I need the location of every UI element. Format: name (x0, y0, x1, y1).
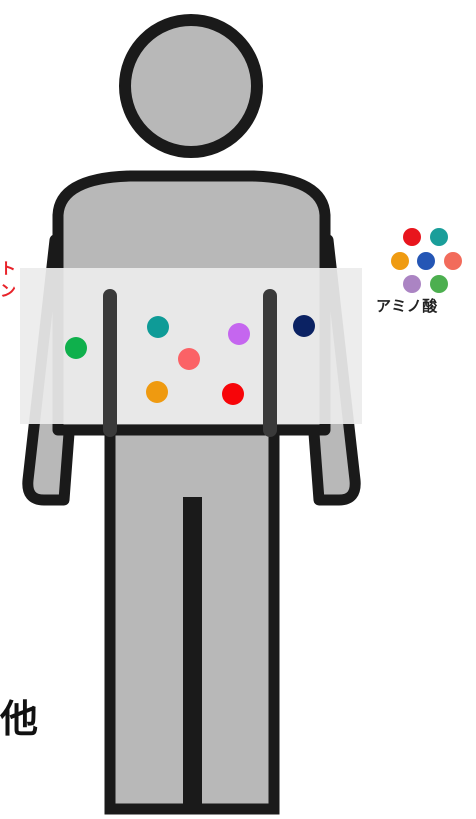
amino-acid-icon (391, 228, 462, 293)
amino-acid-dot (146, 381, 168, 403)
amino-acid-dot (178, 348, 200, 370)
other-label: 他 (0, 697, 39, 741)
legend-dot (417, 252, 435, 270)
head-silhouette (119, 14, 263, 158)
legend-dot (403, 228, 421, 246)
legend-dot (444, 252, 462, 270)
body-dots-group (65, 315, 315, 405)
amino-acid-label: アミノ酸 (376, 297, 438, 315)
left-edge-text: ト ン (0, 259, 17, 300)
legend-dot (430, 228, 448, 246)
legend-dot (403, 275, 421, 293)
leg-divider (183, 497, 202, 809)
legend-dot (430, 275, 448, 293)
amino-acid-dot (147, 316, 169, 338)
legend-dot (391, 252, 409, 270)
amino-acid-dot (222, 383, 244, 405)
amino-acid-dot (293, 315, 315, 337)
amino-acid-dot (65, 337, 87, 359)
amino-acid-dot (228, 323, 250, 345)
